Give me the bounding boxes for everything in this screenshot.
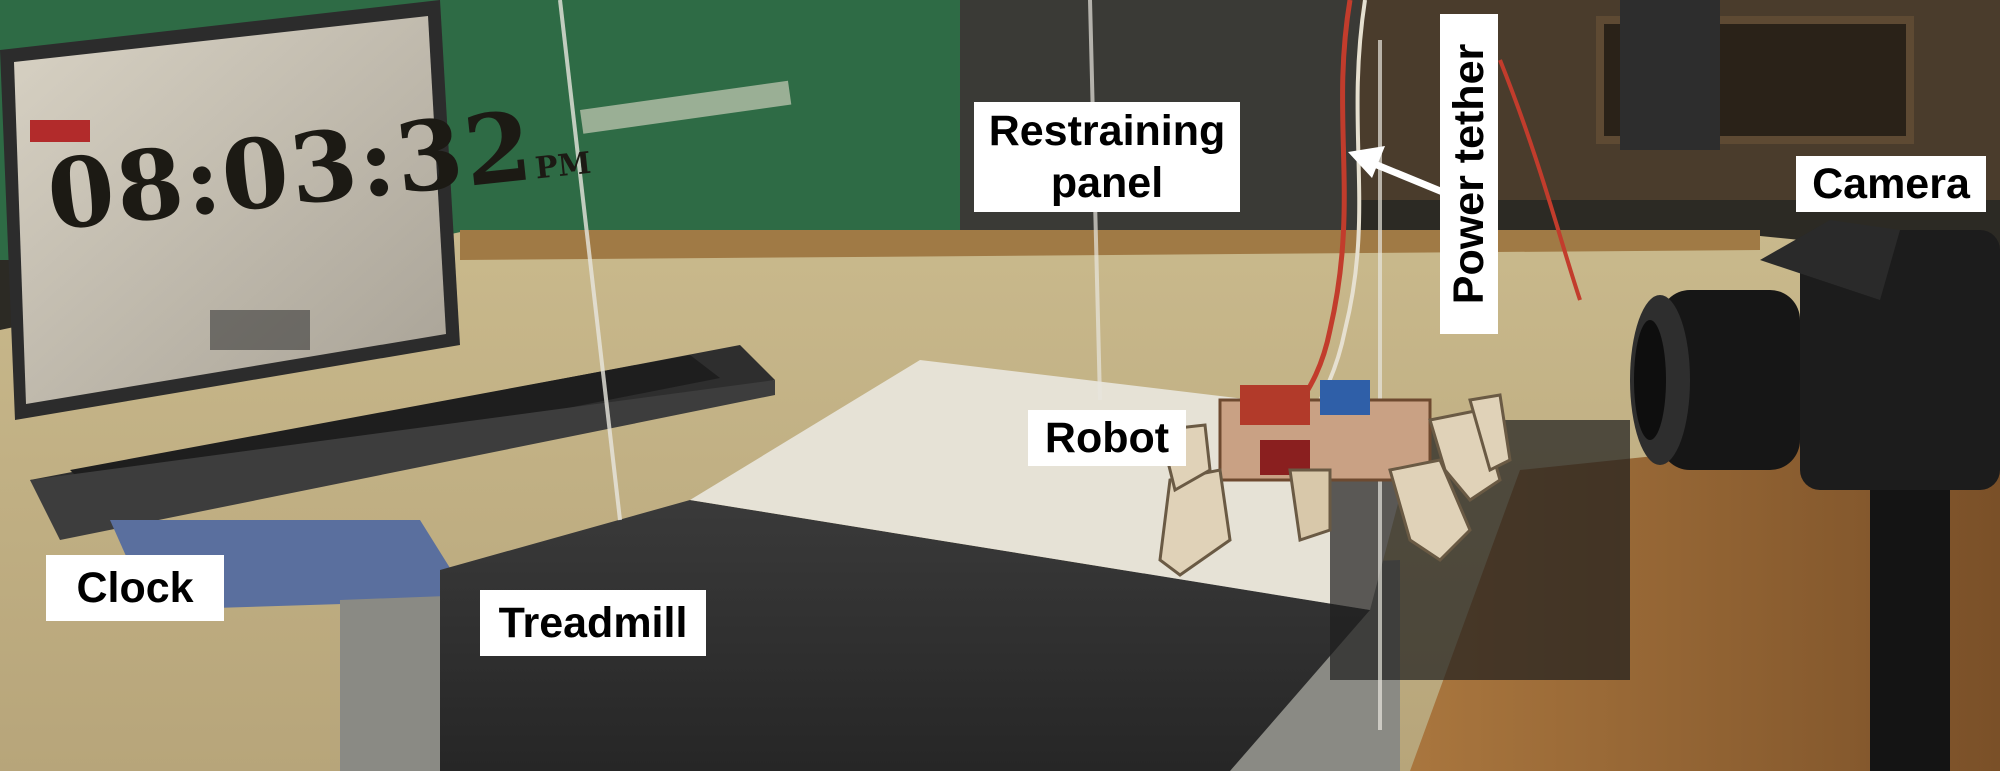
treadmill-belt xyxy=(440,500,1370,771)
clock-meridiem: PM xyxy=(533,145,593,187)
treadmill-label: Treadmill xyxy=(480,590,706,656)
computer-tower xyxy=(1620,0,1720,150)
robot-label: Robot xyxy=(1028,410,1186,466)
treadmill-label-text: Treadmill xyxy=(498,599,688,647)
screen-red-tab xyxy=(30,120,90,142)
dslr-camera xyxy=(1630,220,2000,771)
power-tether-arrowhead xyxy=(1348,146,1385,178)
power-tether-label: Power tether xyxy=(1440,14,1498,334)
restraining-panel-edge-left xyxy=(558,0,622,521)
restraining-panel-label: Restraining panel xyxy=(974,102,1240,212)
clock-label-text: Clock xyxy=(76,564,194,612)
robot-label-text: Robot xyxy=(1044,414,1170,462)
laptop-screen xyxy=(14,16,446,404)
restraining-panel-label-line1: Restraining xyxy=(988,107,1226,155)
hexapod-robot xyxy=(1158,380,1512,577)
camera-label-text: Camera xyxy=(1812,160,1970,208)
table-back-edge xyxy=(460,230,1760,260)
power-tether-label-text: Power tether xyxy=(1445,43,1493,305)
laptop-front-edge xyxy=(30,380,775,540)
background-wire xyxy=(1498,59,1582,301)
clock-label: Clock xyxy=(46,555,224,621)
camera-label: Camera xyxy=(1796,156,1986,212)
panel-bracket xyxy=(580,80,792,134)
restraining-panel-label-line2: panel xyxy=(1050,159,1164,207)
screen-panel xyxy=(210,310,310,350)
